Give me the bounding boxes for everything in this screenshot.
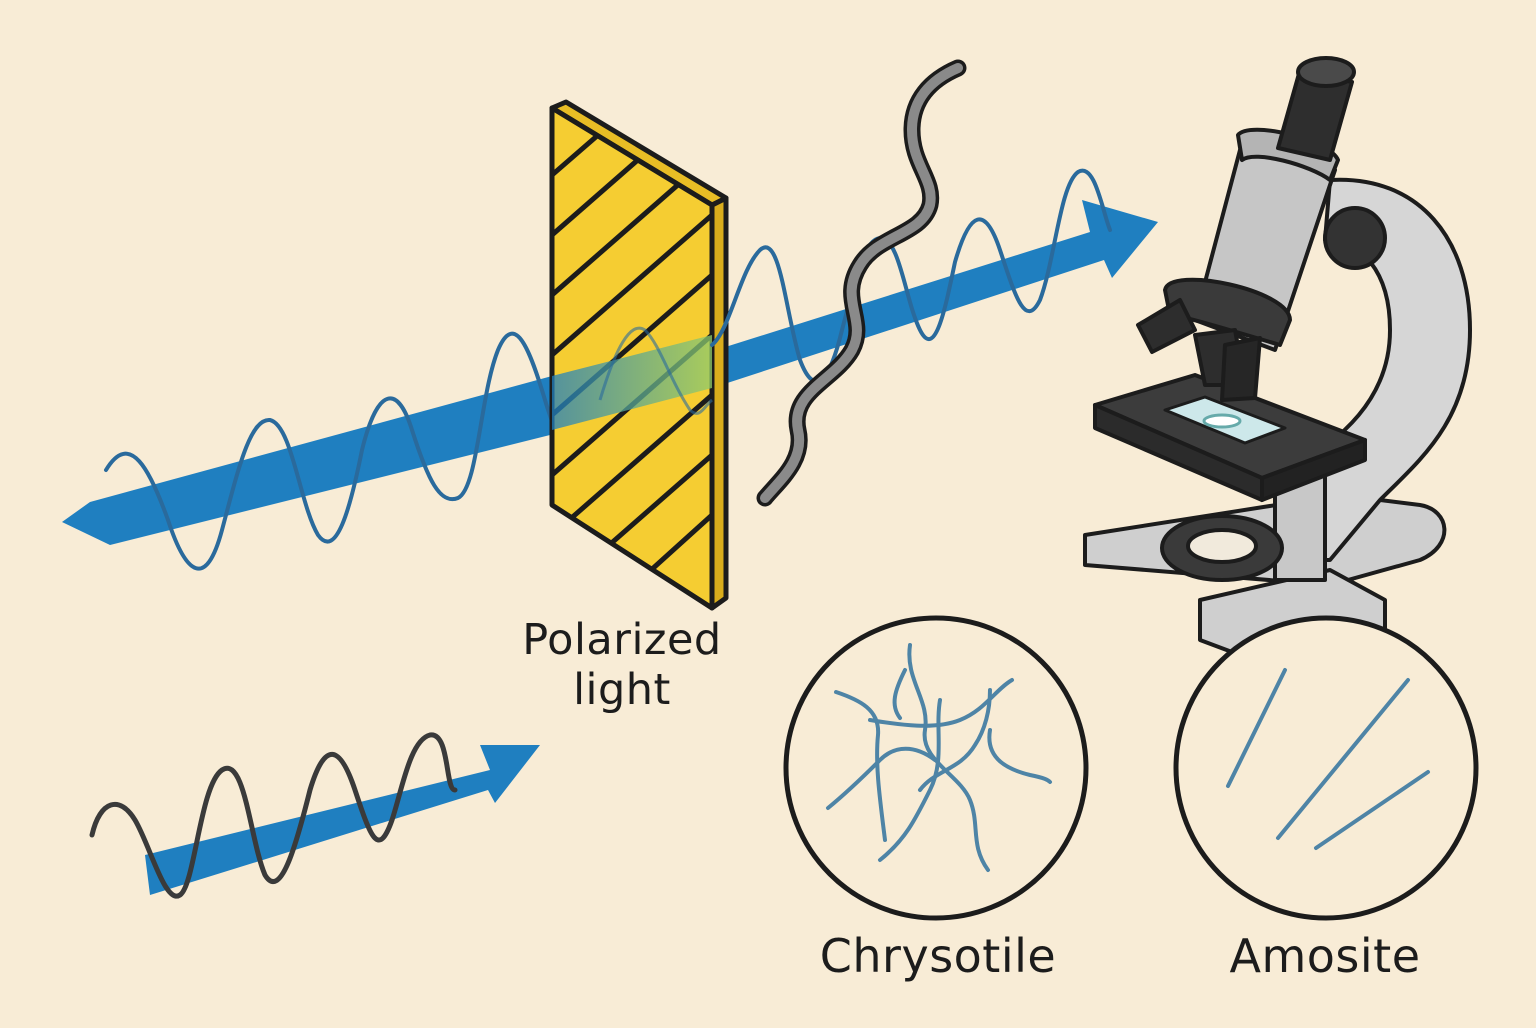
chrysotile-view <box>783 615 1089 921</box>
amosite-label: Amosite <box>1229 929 1421 983</box>
chrysotile-label: Chrysotile <box>819 929 1057 983</box>
polarized-label-line2: light <box>573 665 671 715</box>
reference-beam <box>145 745 540 895</box>
polarized-light-label: Polarized light <box>502 615 742 715</box>
polarized-label-line1: Polarized <box>522 615 722 665</box>
chrysotile-fibers <box>826 643 1052 872</box>
amosite-fibers <box>1226 668 1430 850</box>
incoming-light-wave <box>104 316 632 571</box>
main-beam-left <box>62 352 670 545</box>
reference-light-wave <box>89 732 458 899</box>
polarizing-filter <box>549 99 729 611</box>
main-beam-right <box>700 200 1158 388</box>
outgoing-light-wave <box>710 168 1112 384</box>
amosite-view <box>1173 615 1479 921</box>
microscope-icon <box>1083 56 1472 657</box>
